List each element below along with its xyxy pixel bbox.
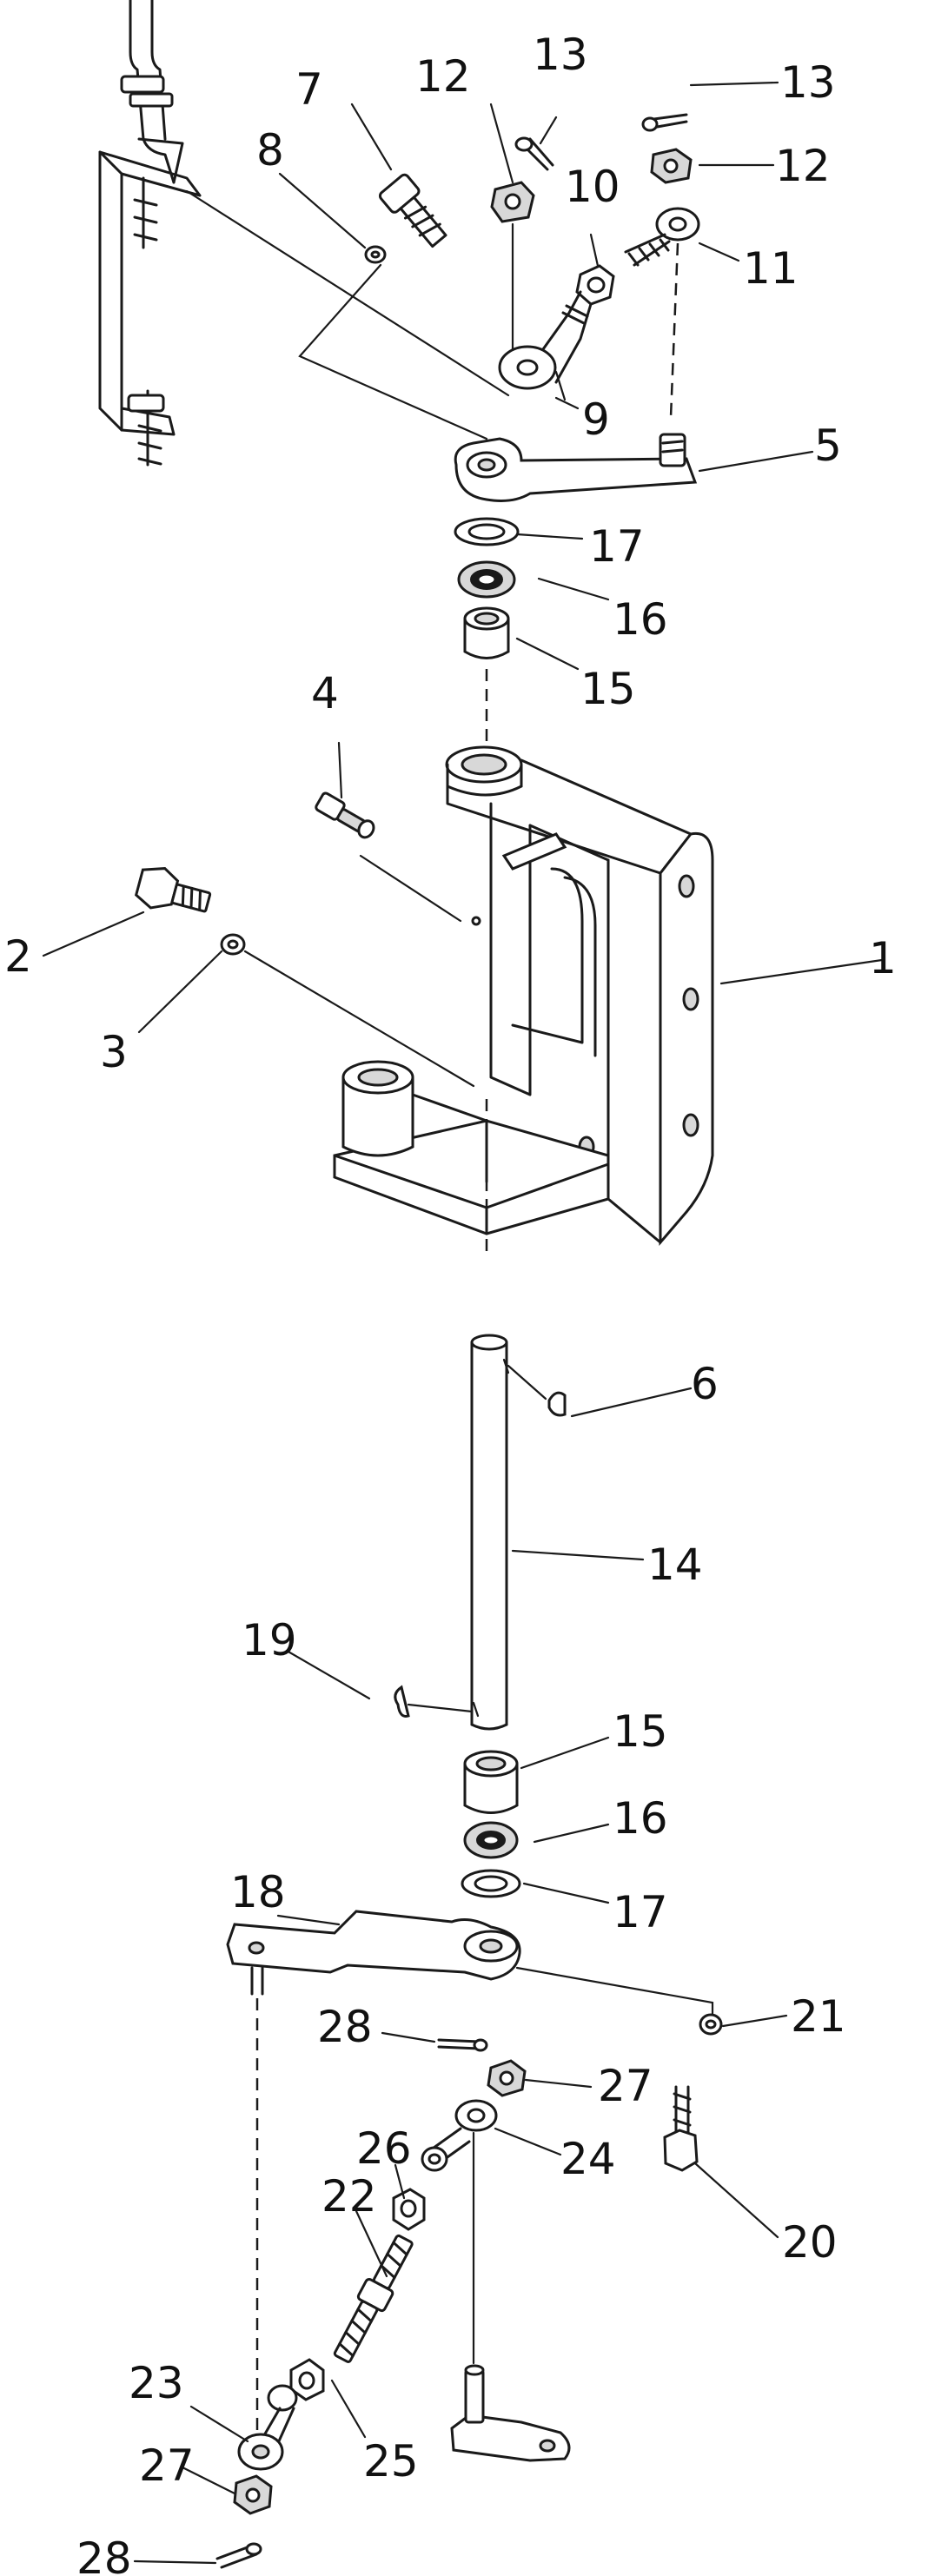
leader-18-to-21: [515, 1966, 714, 2016]
callout-5: 5: [814, 421, 842, 471]
washer-17-bottom: [461, 1869, 521, 1898]
callout-22: 22: [321, 2171, 377, 2222]
lower-arm-18: [226, 1910, 521, 1996]
turnbuckle-rod-22: [333, 2234, 414, 2363]
callout-28b: 28: [76, 2533, 132, 2576]
cotter-pin-13-left: [514, 136, 554, 171]
top-control-lever: [120, 0, 184, 184]
shaft-14: [470, 1334, 510, 1731]
callout-13b: 13: [780, 57, 836, 108]
callout-15b: 15: [613, 1706, 668, 1757]
rod-end-24: [421, 2099, 498, 2172]
washer-17-top: [454, 517, 520, 546]
callout-27b: 27: [139, 2440, 195, 2491]
callout-19: 19: [242, 1615, 297, 1665]
bolt-7: [378, 173, 447, 248]
nut-12-right: [650, 148, 693, 184]
callout-27a: 27: [598, 2061, 653, 2111]
callout-14: 14: [647, 1540, 703, 1590]
grease-fitting-4: [315, 791, 375, 839]
rod-end-11: [624, 207, 700, 267]
callout-12a: 12: [415, 51, 471, 102]
key-19: [394, 1685, 410, 1718]
leader-3-to-body: [243, 950, 475, 1088]
upper-bracket: [98, 150, 202, 467]
callout-17b: 17: [613, 1887, 668, 1937]
rod-end-9: [498, 290, 593, 390]
callout-25: 25: [363, 2436, 419, 2487]
cotter-pin-28-middle: [437, 2038, 488, 2052]
callout-12b: 12: [775, 141, 831, 191]
callout-4: 4: [311, 668, 339, 718]
callout-20: 20: [782, 2217, 838, 2268]
callout-16b: 16: [613, 1793, 668, 1844]
callout-21: 21: [791, 1991, 846, 2042]
bolt-2: [134, 867, 212, 913]
leader-bolt-7-path: [298, 263, 488, 440]
key-6: [547, 1391, 567, 1417]
callout-1: 1: [869, 933, 897, 983]
callout-16a: 16: [613, 594, 668, 645]
callout-7: 7: [295, 64, 323, 115]
leader-6-key: [507, 1364, 547, 1401]
callout-24: 24: [560, 2134, 616, 2184]
leader-bracket-to-lever: [185, 189, 510, 397]
main-bracket-1: [333, 745, 714, 1247]
cotter-pin-13-right: [641, 113, 688, 132]
bolt-20: [663, 2085, 699, 2172]
nut-10: [575, 264, 615, 306]
callout-labels: 1 2 3 4 5 6 7 8 9 10 11 12 12 13 13 14 1…: [4, 30, 897, 2576]
callout-9: 9: [582, 394, 610, 445]
callout-3: 3: [100, 1027, 128, 1077]
nut-27-bottom: [233, 2474, 273, 2515]
bushing-15-bottom: [463, 1750, 519, 1814]
callout-26: 26: [356, 2123, 412, 2174]
callout-13a: 13: [533, 30, 588, 80]
callout-28a: 28: [317, 2002, 373, 2052]
callout-17a: 17: [589, 521, 645, 572]
callout-6: 6: [691, 1359, 719, 1409]
callout-8: 8: [256, 125, 284, 175]
leader-lines: [42, 81, 884, 2565]
callout-2: 2: [4, 931, 32, 982]
bushing-15-top: [463, 606, 510, 659]
lower-lever: [450, 2364, 571, 2462]
cotter-pin-28-bottom: [215, 2542, 262, 2569]
nut-26: [392, 2188, 426, 2231]
axis-11-to-5: [669, 242, 679, 418]
bearing-16-bottom: [463, 1821, 519, 1859]
callout-15a: 15: [580, 664, 636, 714]
leader-4-to-body: [359, 854, 462, 923]
bearing-16-top: [457, 560, 516, 599]
rod-end-23: [237, 2384, 298, 2471]
callout-18: 18: [230, 1867, 286, 1917]
upper-arm-5: [454, 433, 698, 502]
callout-23: 23: [129, 2358, 184, 2408]
callout-11: 11: [743, 243, 799, 294]
nut-12-left: [490, 181, 535, 223]
callout-10: 10: [565, 162, 620, 212]
nut-27-middle: [487, 2059, 527, 2097]
leader-19-key: [407, 1703, 474, 1713]
